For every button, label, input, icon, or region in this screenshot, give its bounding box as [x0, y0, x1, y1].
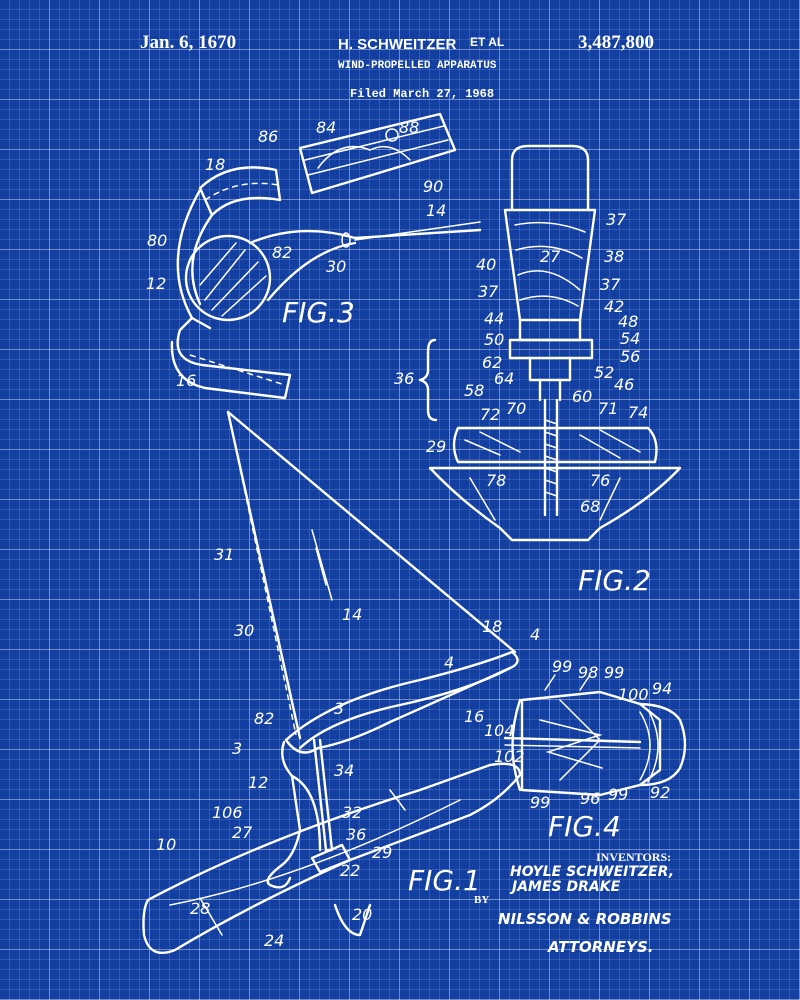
- ref-92: 92: [650, 783, 670, 802]
- ref-62: 62: [482, 353, 502, 372]
- ref-106: 106: [212, 803, 243, 822]
- fig3-caption: FIG.3: [282, 296, 355, 329]
- fig2-drawing: [420, 146, 680, 540]
- fig4-drawing: [505, 675, 685, 795]
- ref-14: 14: [342, 605, 362, 624]
- patent-date: Jan. 6, 1670: [140, 32, 237, 53]
- attorney-firm: NILSSON & ROBBINS: [498, 910, 672, 928]
- ref-98: 98: [578, 663, 598, 682]
- ref-80: 80: [147, 231, 167, 250]
- ref-90: 90: [423, 177, 443, 196]
- ref-30: 30: [326, 257, 346, 276]
- fig1-drawing: [144, 412, 521, 953]
- ref-104: 104: [484, 721, 515, 740]
- ref-44: 44: [484, 309, 504, 328]
- ref-102: 102: [494, 747, 525, 766]
- et-al-text: ET AL: [470, 35, 505, 49]
- ref-34: 34: [334, 761, 354, 780]
- patent-title: WIND-PROPELLED APPARATUS: [338, 60, 497, 72]
- ref-40: 40: [476, 255, 496, 274]
- ref-31: 31: [214, 545, 234, 564]
- ref-28: 28: [190, 899, 210, 918]
- fig4-caption: FIG.4: [548, 810, 621, 843]
- ref-37b: 37: [600, 275, 621, 294]
- inventors-heading: INVENTORS:: [596, 850, 672, 864]
- patent-number: 3,487,800: [578, 32, 654, 53]
- ref-37c: 37: [478, 282, 499, 301]
- ref-30: 30: [234, 621, 254, 640]
- ref-99a: 99: [552, 657, 572, 676]
- ref-88: 88: [399, 118, 419, 137]
- ref-24: 24: [264, 931, 284, 950]
- ref-52: 52: [594, 363, 614, 382]
- ref-29: 29: [372, 843, 392, 862]
- fig4-labels: 99 98 99 100 94 104 102 99 96 99 92 FIG.…: [484, 657, 672, 843]
- ref-16: 16: [176, 371, 196, 390]
- fig1-caption: FIG.1: [408, 864, 481, 897]
- ref-76: 76: [590, 471, 610, 490]
- ref-54: 54: [620, 329, 640, 348]
- ref-48: 48: [618, 312, 638, 331]
- ref-18: 18: [205, 155, 225, 174]
- ref-18: 18: [482, 617, 502, 636]
- ref-100: 100: [618, 685, 649, 704]
- ref-3b: 3: [232, 739, 242, 758]
- inventor-header: H. SCHWEITZER: [338, 36, 457, 53]
- fig2-caption: FIG.2: [578, 564, 651, 597]
- ref-58: 58: [464, 381, 484, 400]
- ref-86: 86: [258, 127, 278, 146]
- ref-70: 70: [506, 399, 526, 418]
- ref-64: 64: [494, 369, 514, 388]
- ref-16: 16: [464, 707, 484, 726]
- ref-27: 27: [540, 247, 561, 266]
- ref-22: 22: [340, 861, 360, 880]
- ref-96: 96: [580, 789, 600, 808]
- attorneys-text: ATTORNEYS.: [548, 938, 654, 956]
- ref-99c: 99: [530, 793, 550, 812]
- ref-36: 36: [394, 369, 414, 388]
- ref-82: 82: [272, 243, 292, 262]
- ref-10: 10: [156, 835, 176, 854]
- ref-50: 50: [484, 330, 504, 349]
- ref-78: 78: [486, 471, 506, 490]
- ref-99d: 99: [608, 785, 628, 804]
- inventor-name-2: JAMES DRAKE: [512, 879, 621, 895]
- filed-date: Filed March 27, 1968: [350, 87, 495, 101]
- ref-72: 72: [480, 405, 500, 424]
- ref-20: 20: [352, 905, 372, 924]
- ref-84: 84: [316, 118, 336, 137]
- ref-4b: 4: [444, 653, 454, 672]
- ref-3a: 3: [334, 699, 344, 718]
- ref-68: 68: [580, 497, 600, 516]
- ref-27: 27: [232, 823, 253, 842]
- ref-12: 12: [248, 773, 268, 792]
- ref-60: 60: [572, 387, 592, 406]
- ref-4a: 4: [530, 625, 540, 644]
- ref-46: 46: [614, 375, 634, 394]
- fig1-labels: 31 30 14 18 4 4 82 3 3 16 12 34 106 32 2…: [156, 545, 540, 950]
- ref-74: 74: [628, 403, 648, 422]
- ref-14: 14: [426, 201, 446, 220]
- ref-36: 36: [346, 825, 366, 844]
- ref-29: 29: [426, 437, 446, 456]
- ref-82: 82: [254, 709, 274, 728]
- ref-12: 12: [146, 274, 166, 293]
- fig2-labels: 37 40 27 38 37 37 44 42 48 50 54 56 62 6…: [394, 210, 651, 597]
- ref-38: 38: [604, 247, 624, 266]
- fig3-labels: 86 84 88 18 90 14 80 82 12 30 16 FIG.3: [146, 118, 446, 390]
- ref-94: 94: [652, 679, 672, 698]
- ref-42: 42: [604, 297, 624, 316]
- ref-71: 71: [598, 399, 618, 418]
- ref-37a: 37: [606, 210, 627, 229]
- ref-32: 32: [342, 803, 362, 822]
- inventor-name-1: HOYLE SCHWEITZER,: [510, 864, 675, 880]
- by-text: BY: [474, 894, 490, 906]
- ref-99b: 99: [604, 663, 624, 682]
- ref-56: 56: [620, 347, 640, 366]
- fig3-drawing: [172, 114, 480, 398]
